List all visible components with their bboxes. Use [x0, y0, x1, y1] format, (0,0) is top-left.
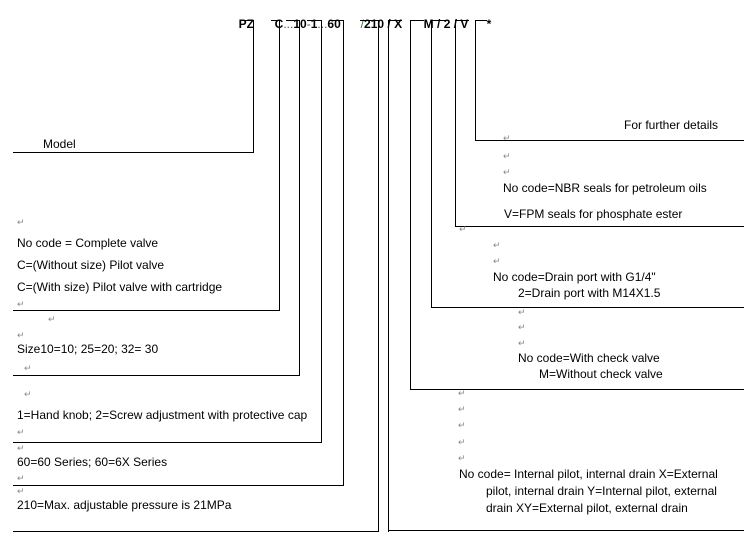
code-seal: V [460, 17, 469, 31]
label-seals-no-code: No code=NBR seals for petroleum oils [503, 181, 707, 195]
label-drain-2: 2=Drain port with M14X1.5 [518, 286, 661, 300]
label-adjustment: 1=Hand knob; 2=Screw adjustment with pro… [17, 408, 308, 422]
connector-check-bottom [410, 389, 744, 390]
code-sep: / [360, 17, 365, 31]
paragraph-mark: ↵ [458, 420, 466, 430]
connector-pilot-top [388, 20, 402, 21]
connector-adjust-top [307, 20, 322, 21]
connector-series-bottom [13, 485, 344, 486]
label-type-c-with: C=(With size) Pilot valve with cartridge [17, 280, 222, 294]
label-seals-v: V=FPM seals for phosphate ester [504, 207, 683, 221]
label-pilot-line2: pilot, internal drain Y=Internal pilot, … [486, 484, 717, 498]
connector-type-top [271, 20, 280, 21]
paragraph-mark: ↵ [458, 453, 466, 463]
label-type-no-code: No code = Complete valve [17, 236, 159, 250]
connector-size-top [286, 20, 300, 21]
paragraph-mark: ↵ [493, 240, 501, 250]
paragraph-mark: ↵ [458, 437, 466, 447]
connector-size-bottom [13, 375, 300, 376]
label-model: Model [43, 137, 76, 151]
paragraph-mark: ↵ [518, 307, 526, 317]
paragraph-mark: ↵ [458, 404, 466, 414]
label-further-details: For further details [624, 118, 719, 132]
paragraph-mark: ↵ [503, 151, 511, 161]
connector-check-vertical [410, 20, 411, 390]
code-sep: ... [283, 17, 294, 31]
connector-check-top [410, 20, 424, 21]
connector-further-top [475, 20, 487, 21]
connector-further-bottom [475, 140, 744, 141]
code-further: * [480, 3, 492, 31]
label-check-no-code: No code=With check valve [518, 351, 660, 365]
connector-seal-bottom [455, 226, 744, 227]
connector-model-top [240, 20, 254, 21]
connector-adjust-bottom [13, 442, 322, 443]
label-pressure: 210=Max. adjustable pressure is 21MPa [17, 498, 232, 512]
code-sep: / [437, 17, 441, 31]
code-sep: / [387, 17, 391, 31]
connector-series-top [330, 20, 344, 21]
paragraph-mark: ↵ [17, 217, 25, 227]
paragraph-mark: ↵ [17, 427, 25, 437]
paragraph-mark: ↵ [458, 388, 466, 398]
label-check-m: M=Without check valve [539, 367, 663, 381]
connector-series-vertical [343, 20, 344, 486]
model-code: PZ [232, 3, 254, 31]
paragraph-mark: ↵ [17, 473, 25, 483]
paragraph-mark: ↵ [17, 443, 25, 453]
connector-model-bottom [13, 152, 254, 153]
connector-size-vertical [299, 20, 300, 376]
code-sep: - [306, 17, 311, 31]
paragraph-mark: ↵ [17, 330, 25, 340]
paragraph-mark: ↵ [503, 167, 511, 177]
code-right-group: M / 2 / V [417, 3, 469, 31]
paragraph-mark: ↵ [459, 224, 467, 234]
connector-further-vertical [475, 20, 476, 141]
connector-adjust-vertical [321, 20, 322, 443]
paragraph-mark: ↵ [24, 363, 32, 373]
connector-seal-vertical [455, 20, 456, 227]
connector-type-bottom [13, 310, 280, 311]
paragraph-mark: ↵ [518, 338, 526, 348]
connector-pressure-bottom [13, 531, 379, 532]
code-star: * [486, 17, 492, 31]
code-pilot: X [394, 17, 403, 31]
label-type-c-with-text: C=(With size) Pilot valve with cartridge [17, 280, 223, 294]
connector-seal-top [455, 20, 469, 21]
label-size: Size10=10; 25=20; 32= 30 [17, 342, 159, 356]
connector-model-vertical [253, 20, 254, 153]
code-adjust: 1 [310, 17, 318, 31]
connector-drain-top [431, 20, 445, 21]
paragraph-mark: ↵ [24, 389, 32, 399]
connector-drain-vertical [431, 20, 432, 308]
paragraph-mark: ↵ [518, 322, 526, 332]
connector-type-vertical [279, 20, 280, 311]
label-pilot-line1: No code= Internal pilot, internal drain … [459, 467, 718, 481]
code-drain: 2 [443, 17, 451, 31]
paragraph-mark: ↵ [17, 299, 25, 309]
connector-pressure-vertical [378, 20, 379, 532]
connector-pilot-vertical [388, 20, 389, 532]
paragraph-mark: ↵ [17, 486, 25, 496]
paragraph-mark: ↵ [493, 256, 501, 266]
label-type-c-without-text: C=(Without size) Pilot valve [17, 258, 165, 272]
label-type-c-without: C=(Without size) Pilot valve [17, 258, 164, 272]
paragraph-mark: ↵ [503, 133, 511, 143]
label-pilot-line3: drain XY=External pilot, external drain [486, 501, 688, 515]
code-check: M [423, 17, 434, 31]
paragraph-mark: ↵ [48, 314, 56, 324]
connector-pressure-top [360, 20, 379, 21]
label-drain-no-code: No code=Drain port with G1/4" [493, 270, 656, 284]
connector-drain-bottom [431, 307, 744, 308]
code-sep: ... [317, 17, 328, 31]
label-series: 60=60 Series; 60=6X Series [17, 455, 168, 469]
connector-pilot-bottom [388, 530, 744, 531]
